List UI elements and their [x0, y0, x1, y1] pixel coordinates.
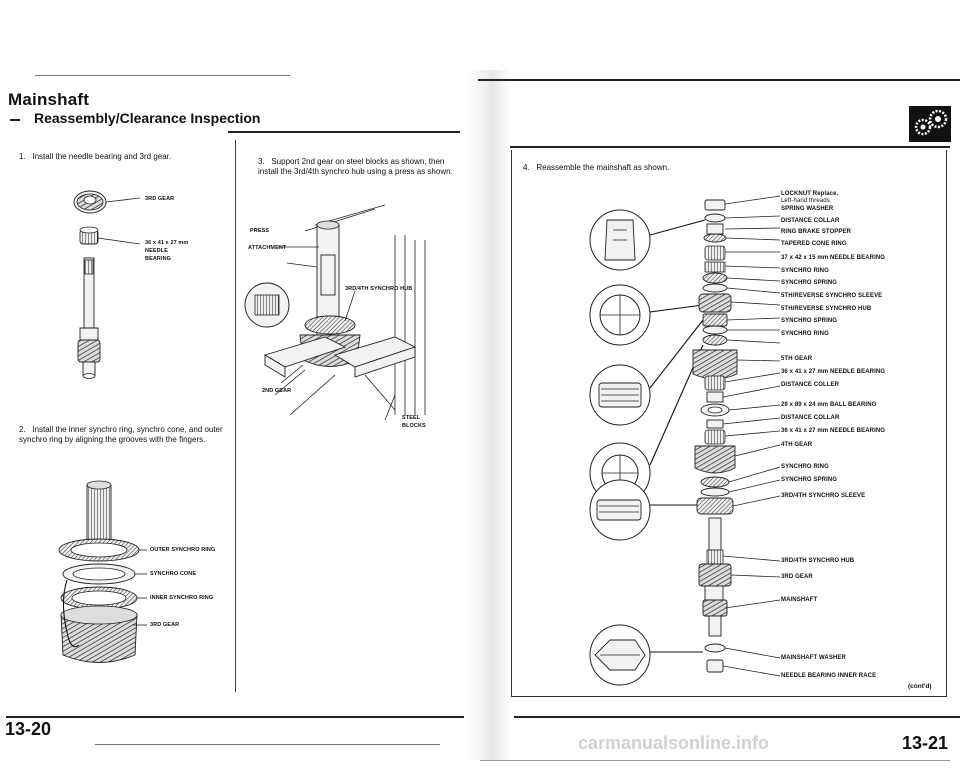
fig1-label-bearing-type: NEEDLE	[145, 248, 168, 254]
page-gutter	[468, 70, 508, 760]
top-rule-right	[478, 79, 960, 81]
part-label-3rd-gear: 3RD GEAR	[781, 574, 813, 580]
part-label-needle-bearing-36-2: 36 x 41 x 27 mm NEEDLE BEARING	[781, 428, 886, 434]
part-label-needle-bearing-36-1: 36 x 41 x 27 mm NEEDLE BEARING	[781, 369, 886, 375]
part-label-locknut: LOCKNUT Replace.	[781, 191, 839, 197]
part-label-synchro-spring-1: SYNCHRO SPRING	[781, 280, 838, 286]
watermark: carmanualsonline.info	[578, 733, 770, 753]
part-label-ball-bearing: 29 x 89 x 24 mm BALL BEARING	[781, 402, 877, 408]
section-rule-right	[510, 146, 950, 148]
step-1-number: 1.	[19, 152, 26, 161]
fig3-label-blocks: BLOCKS	[402, 423, 426, 429]
diagram-frame	[511, 150, 947, 697]
part-label-needle-bearing-37: 37 x 42 x 15 mm NEEDLE BEARING	[781, 255, 886, 261]
footer-rule-left	[6, 716, 464, 718]
detail-circle-3rd-4th-sleeve	[589, 479, 651, 541]
part-label-mainshaft-washer: MAINSHAFT WASHER	[781, 655, 846, 661]
fig2-label-synchro-cone: SYNCHRO CONE	[150, 571, 197, 577]
step-4: 4. Reassemble the mainshaft as shown.	[523, 163, 669, 173]
detail-circle-synchro-ring	[589, 284, 651, 346]
parts-stack	[692, 199, 738, 673]
step-2-number: 2.	[19, 425, 26, 434]
step-2: 2. Install the inner synchro ring, synch…	[19, 425, 226, 445]
exploded-view-drawing	[589, 195, 781, 686]
part-label-5th-reverse-sleeve: 5TH/REVERSE SYNCHRO SLEEVE	[781, 293, 883, 299]
part-label-distance-collar-1: DISTANCE COLLAR	[781, 218, 840, 224]
step-1: 1. Install the needle bearing and 3rd ge…	[19, 152, 219, 162]
subtitle-rule	[228, 131, 460, 133]
part-label-synchro-ring-2: SYNCHRO RING	[781, 331, 829, 337]
continued-note: (cont'd)	[908, 683, 932, 690]
fig2-drawing	[58, 480, 147, 663]
fig3-label-synchro-hub: 3RD/4TH SYNCHRO HUB	[345, 286, 413, 292]
step-3-text: Support 2nd gear on steel blocks as show…	[258, 157, 453, 176]
part-label-distance-coller: DISTANCE COLLER	[781, 382, 840, 388]
fig3-label-press: PRESS	[250, 228, 270, 234]
step-2-text: Install the inner synchro ring, synchro …	[19, 425, 223, 444]
part-label-3rd-4th-sleeve: 3RD/4TH SYNCHRO SLEEVE	[781, 493, 866, 499]
part-label-tapered-cone-ring: TAPERED CONE RING	[781, 241, 847, 247]
fig2-label-outer-synchro-ring: OUTER SYNCHRO RING	[150, 547, 216, 553]
fig3-label-2nd-gear: 2ND GEAR	[262, 388, 292, 394]
part-label-ring-brake-stopper: RING BRAKE STOPPER	[781, 229, 852, 235]
fig3-drawing	[244, 204, 426, 421]
bottom-rule-right	[480, 760, 950, 761]
fig2-label-3rd-gear: 3RD GEAR	[150, 622, 180, 628]
page-title: Mainshaft	[8, 90, 90, 109]
part-label-4th-gear: 4TH GEAR	[781, 442, 813, 448]
part-label-synchro-ring-1: SYNCHRO RING	[781, 268, 829, 274]
part-label-distance-collar-2: DISTANCE COLLAR	[781, 415, 840, 421]
fig3-label-attachment: ATTACHMENT	[248, 245, 287, 251]
part-label-synchro-spring-3: SYNCHRO SPRING	[781, 477, 838, 483]
fig1-label-3rd-gear: 3RD GEAR	[145, 196, 175, 202]
step-4-text: Reassemble the mainshaft as shown.	[536, 163, 670, 172]
part-label-3rd-4th-hub: 3RD/4TH SYNCHRO HUB	[781, 558, 855, 564]
part-label-needle-inner-race: NEEDLE BEARING INNER RACE	[781, 673, 877, 679]
part-label-spring-washer: SPRING WASHER	[781, 206, 834, 212]
fig3-label-steel: STEEL	[402, 415, 421, 421]
page-number-right: 13-21	[902, 733, 949, 753]
step-1-text: Install the needle bearing and 3rd gear.	[32, 152, 172, 161]
section-subtitle: Reassembly/Clearance Inspection	[34, 110, 261, 126]
detail-circle-washer	[589, 624, 651, 686]
fig1-label-bearing-size: 36 x 41 x 27 mm	[145, 240, 189, 246]
part-label-synchro-ring-3: SYNCHRO RING	[781, 464, 829, 470]
step-3: 3. Support 2nd gear on steel blocks as s…	[258, 157, 464, 177]
fig2-label-inner-synchro-ring: INNER SYNCHRO RING	[150, 595, 214, 601]
part-label-5th-reverse-hub: 5TH/REVERSE SYNCHRO HUB	[781, 306, 872, 312]
top-rule-left	[35, 75, 290, 76]
leader-lines	[722, 195, 781, 677]
transmission-gear-icon	[909, 106, 951, 142]
detail-circle-synchro-hub	[589, 364, 651, 426]
part-label-mainshaft: MAINSHAFT	[781, 597, 818, 603]
subtitle-tick	[10, 119, 20, 121]
detail-circle-locknut	[589, 209, 651, 271]
step-4-number: 4.	[523, 163, 530, 172]
bottom-rule-left	[95, 744, 440, 745]
part-label-synchro-spring-2: SYNCHRO SPRING	[781, 318, 838, 324]
fig1-drawing	[73, 190, 141, 379]
page-number-left: 13-20	[5, 719, 52, 739]
column-divider	[235, 140, 236, 692]
part-label-locknut-note: Left-hand threads	[781, 198, 830, 204]
footer-rule-right	[514, 716, 960, 718]
step-3-number: 3.	[258, 157, 265, 166]
fig1-label-bearing-word: BEARING	[145, 256, 172, 262]
part-label-5th-gear: 5TH GEAR	[781, 356, 813, 362]
